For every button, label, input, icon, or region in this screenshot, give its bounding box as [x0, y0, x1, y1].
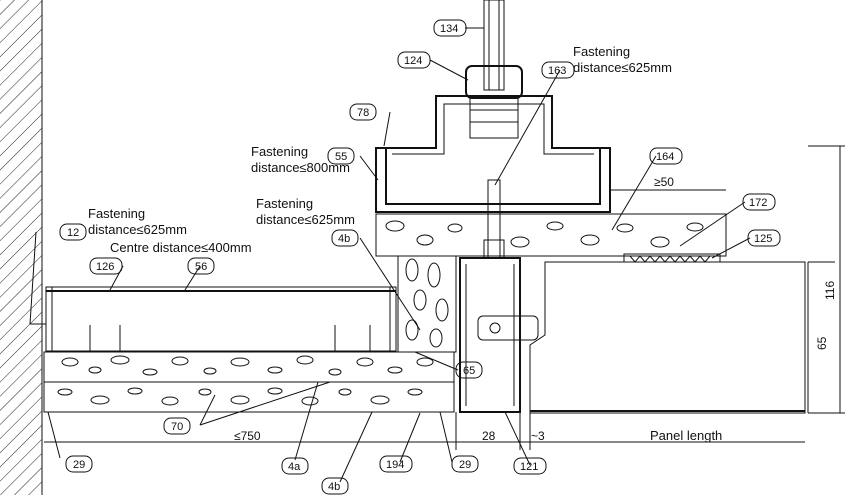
svg-text:29: 29: [73, 459, 85, 471]
svg-text:65: 65: [463, 365, 475, 377]
svg-text:194: 194: [386, 459, 404, 471]
label-fastening-625-mid-b: distance≤625mm: [256, 212, 355, 227]
bolt-163: [483, 179, 505, 259]
insulation-left: [43, 351, 455, 413]
tag-12: 12: [59, 223, 87, 241]
svg-text:12: 12: [67, 227, 79, 239]
tag-134: 134: [433, 19, 467, 37]
tag-121: 121: [513, 457, 547, 475]
tag-126: 126: [89, 257, 123, 275]
svg-text:124: 124: [404, 55, 422, 67]
tag-29-right: 29: [451, 455, 479, 473]
dim-50: ≥50: [654, 175, 674, 189]
tag-4b-top: 4b: [331, 229, 359, 247]
sandwich-panel: [529, 253, 806, 414]
dim-panel-length: Panel length: [650, 428, 722, 443]
svg-text:56: 56: [195, 261, 207, 273]
svg-text:55: 55: [335, 151, 347, 163]
dim-750: ≤750: [234, 429, 261, 443]
tag-4b-bottom: 4b: [321, 477, 349, 495]
svg-text:4a: 4a: [288, 461, 301, 473]
svg-text:70: 70: [171, 421, 183, 433]
svg-text:4b: 4b: [338, 233, 350, 245]
label-fastening-625-top-a: Fastening: [573, 44, 630, 59]
tag-172: 172: [742, 193, 776, 211]
svg-text:29: 29: [459, 459, 471, 471]
label-fastening-625-left-b: distance≤625mm: [88, 222, 187, 237]
tag-29-left: 29: [65, 455, 93, 473]
leader-lines: [29, 27, 751, 483]
dim-65: 65: [815, 336, 829, 350]
wall: [0, 0, 43, 495]
svg-text:121: 121: [520, 461, 538, 473]
label-centre-distance: Centre distance≤400mm: [110, 240, 252, 255]
tag-125: 125: [747, 229, 781, 247]
dim-116: 116: [823, 281, 837, 300]
svg-text:134: 134: [440, 23, 458, 35]
tag-78: 78: [349, 103, 377, 121]
tag-70: 70: [163, 417, 191, 435]
tag-163: 163: [541, 61, 575, 79]
tag-124: 124: [397, 51, 431, 69]
tag-65: 65: [455, 361, 483, 379]
insulation-top: [375, 213, 727, 257]
tag-55: 55: [327, 147, 355, 165]
dim-3: ~3: [531, 429, 545, 443]
svg-text:78: 78: [357, 107, 369, 119]
bracket-78: [375, 95, 611, 213]
tag-194: 194: [379, 455, 413, 473]
label-fastening-800-a: Fastening: [251, 144, 308, 159]
threaded-rod: [465, 0, 523, 139]
tag-164: 164: [649, 147, 683, 165]
label-fastening-625-mid-a: Fastening: [256, 196, 313, 211]
tag-56: 56: [187, 257, 215, 275]
dimension-lines: [44, 145, 845, 450]
tag-4a: 4a: [281, 457, 309, 475]
svg-text:4b: 4b: [328, 481, 340, 493]
svg-text:163: 163: [548, 65, 566, 77]
svg-text:126: 126: [96, 261, 114, 273]
channel-56: [30, 286, 397, 352]
label-fastening-625-top-b: distance≤625mm: [573, 60, 672, 75]
insulation-column: [397, 255, 457, 353]
svg-text:164: 164: [656, 151, 674, 163]
svg-text:125: 125: [754, 233, 772, 245]
svg-text:172: 172: [749, 197, 767, 209]
label-fastening-800-b: distance≤800mm: [251, 160, 350, 175]
dim-28: 28: [482, 429, 496, 443]
label-fastening-625-left-a: Fastening: [88, 206, 145, 221]
profile-121: [459, 257, 539, 413]
